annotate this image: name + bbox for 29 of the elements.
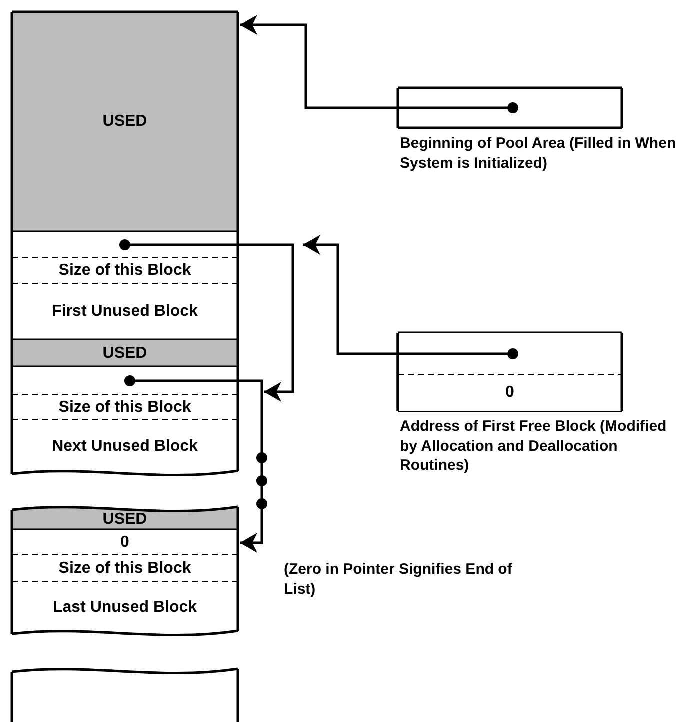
cell-text: USED (102, 510, 148, 530)
pointer-cell (398, 375, 622, 411)
cell-text: Size of this Block (58, 558, 192, 578)
size-cell (12, 555, 238, 582)
pointer-cell (12, 367, 238, 395)
arrow (130, 244, 294, 402)
pointer-cell (398, 333, 622, 375)
cell-text: Last Unused Block (52, 598, 198, 618)
used-block (12, 12, 238, 232)
size-cell (12, 258, 238, 284)
size-cell (12, 395, 238, 420)
cell-text: 0 (504, 383, 516, 403)
pointer-cell (12, 232, 238, 258)
cell-text: USED (102, 112, 148, 132)
used-block (12, 340, 238, 367)
arrow (303, 235, 508, 356)
cell-text: Size of this Block (58, 398, 192, 418)
pointer-cell (12, 530, 238, 555)
arrow (240, 15, 508, 110)
free-block-cell (12, 284, 238, 340)
note-text: (Zero in Pointer Signifies End of List) (284, 560, 514, 599)
cell-text: USED (102, 344, 148, 364)
cell-text: First Unused Block (51, 302, 199, 322)
arrow (135, 380, 264, 553)
cell-text: 0 (120, 532, 130, 552)
caption-text: Address of First Free Block (Modified by Allocation and Deallocation Routines) (400, 417, 668, 476)
cell-text: Size of this Block (58, 261, 192, 281)
cell-text: Next Unused Block (51, 437, 199, 457)
caption-text: Beginning of Pool Area (Filled in When System is Initialized) (400, 134, 678, 173)
